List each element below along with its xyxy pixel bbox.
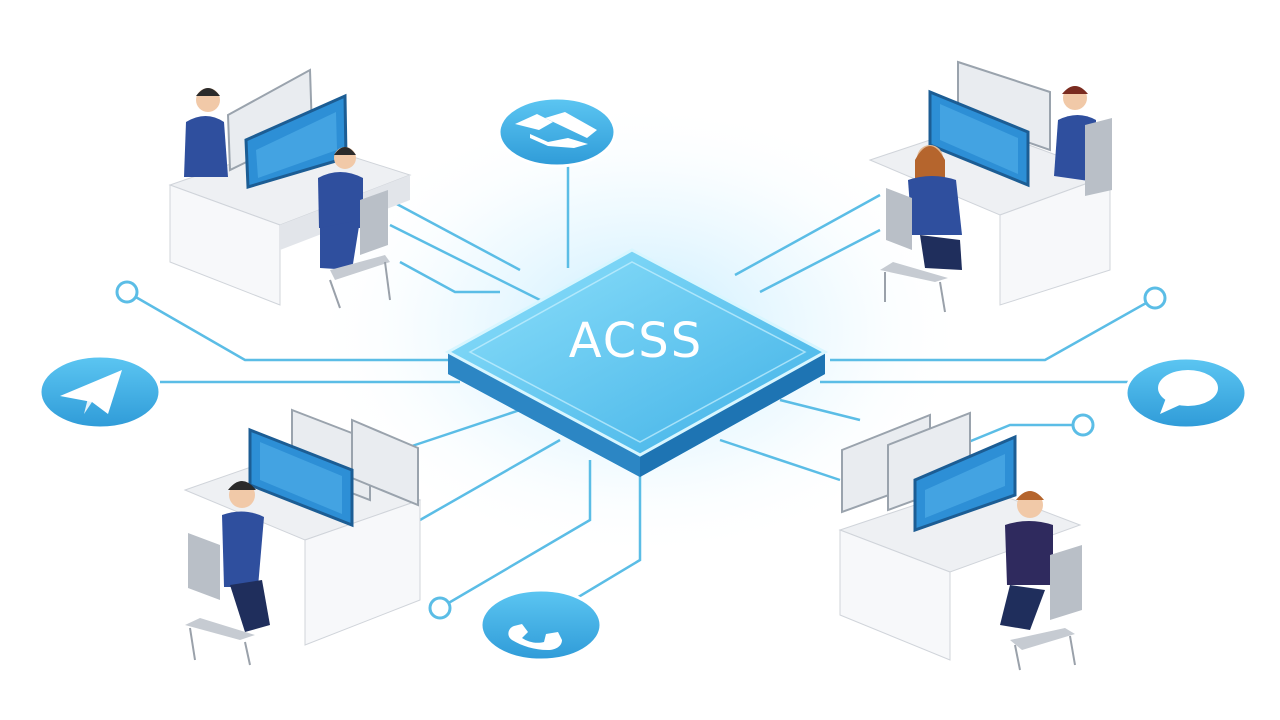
channel-top — [497, 96, 617, 168]
staff-person — [222, 481, 270, 632]
send-icon — [60, 370, 122, 414]
line-bl-2 — [419, 438, 561, 522]
workstation-bottom-right — [838, 411, 1082, 671]
line-bl-3 — [439, 460, 592, 610]
hub-label: ACSS — [569, 313, 703, 369]
channel-bottom — [479, 588, 603, 662]
office-chair — [1010, 545, 1082, 671]
line-bl-1 — [399, 408, 521, 452]
staff-person — [184, 88, 228, 177]
workstation-top-right — [868, 60, 1112, 313]
line-tl-2 — [389, 223, 541, 302]
line-tr-2 — [759, 228, 881, 294]
staff-person — [318, 147, 363, 270]
monitor — [248, 427, 354, 528]
acss-hub: ACSS — [444, 248, 829, 477]
line-tr-1 — [734, 193, 881, 277]
handshake-icon — [515, 112, 597, 148]
office-chair — [329, 190, 391, 309]
line-right-2 — [830, 296, 1156, 362]
office-chair — [880, 188, 948, 313]
staff-person — [908, 145, 962, 270]
connection-lines — [126, 145, 1156, 622]
office-chair — [185, 533, 255, 666]
channel-right — [1124, 356, 1248, 430]
channel-left — [38, 354, 162, 430]
monitor — [928, 89, 1030, 188]
line-br-2 — [779, 398, 861, 422]
staff-person — [1000, 491, 1053, 630]
chat-bubble-icon — [1158, 370, 1218, 414]
workstation-bottom-left — [183, 408, 422, 666]
office-chair — [1085, 118, 1112, 196]
line-br-1 — [719, 438, 841, 482]
monitor — [913, 434, 1017, 533]
line-end-nodes — [115, 280, 1167, 620]
workstation-top-left — [168, 68, 412, 309]
line-tl-3 — [399, 260, 500, 294]
monitor — [957, 60, 1051, 152]
phone-icon — [508, 624, 562, 650]
line-left-2 — [126, 290, 450, 362]
line-tl-1 — [379, 193, 521, 272]
